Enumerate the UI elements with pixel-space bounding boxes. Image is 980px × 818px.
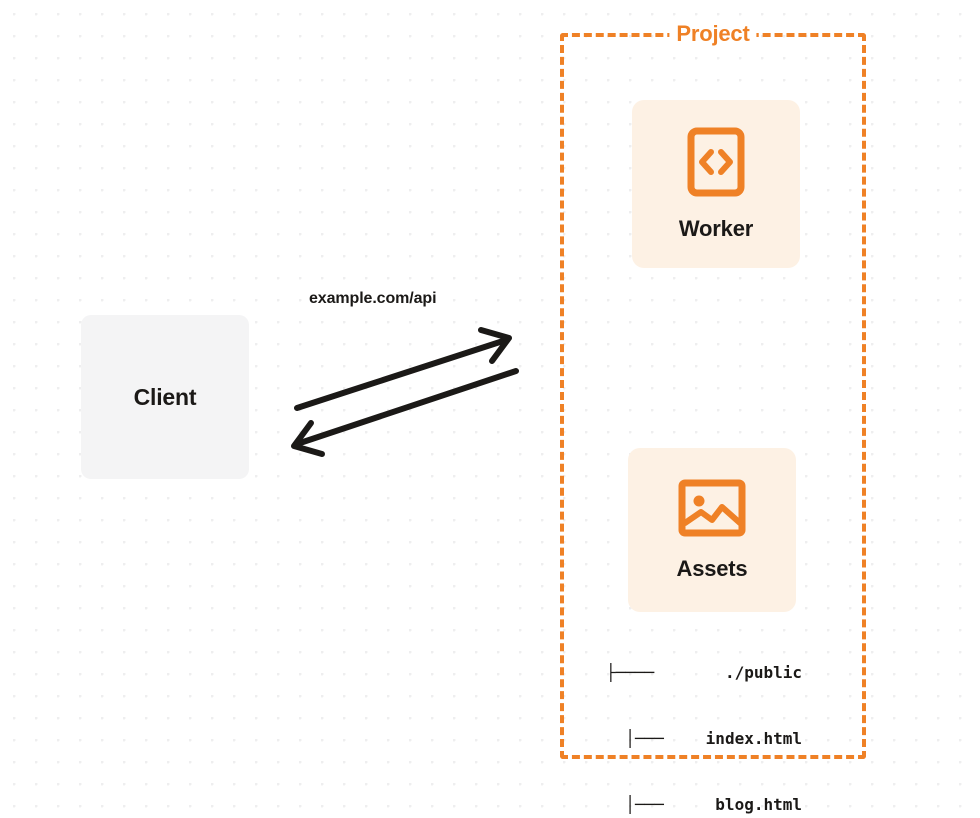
file-tree-row: │─── blog.html [606,794,802,816]
node-worker[interactable]: Worker [632,100,800,268]
node-assets[interactable]: Assets [628,448,796,612]
edge-label-example-api: example.com/api [309,290,437,307]
file-tree-row: │─── index.html [606,728,802,750]
tree-item-name: index.html [705,729,802,748]
tree-branch-glyph: │─── [606,729,664,748]
node-client-label: Client [133,383,197,410]
project-title: Project [669,21,757,47]
tree-item-name: blog.html [715,795,802,814]
file-tree-row: ├──── ./public [606,662,802,684]
project-boundary: Project [560,21,866,759]
node-client[interactable]: Client [81,315,249,479]
response-arrow [291,368,519,457]
tree-item-name: ./public [724,663,802,682]
node-worker-label: Worker [678,215,754,241]
image-icon [678,479,746,542]
assets-file-tree: ├──── ./public │─── index.html │─── blog… [606,618,802,818]
tree-branch-glyph: │─── [606,795,664,814]
request-arrow [294,327,512,411]
tree-branch-glyph: ├──── [606,663,655,682]
code-brackets-icon [687,127,745,202]
node-assets-label: Assets [676,555,748,581]
